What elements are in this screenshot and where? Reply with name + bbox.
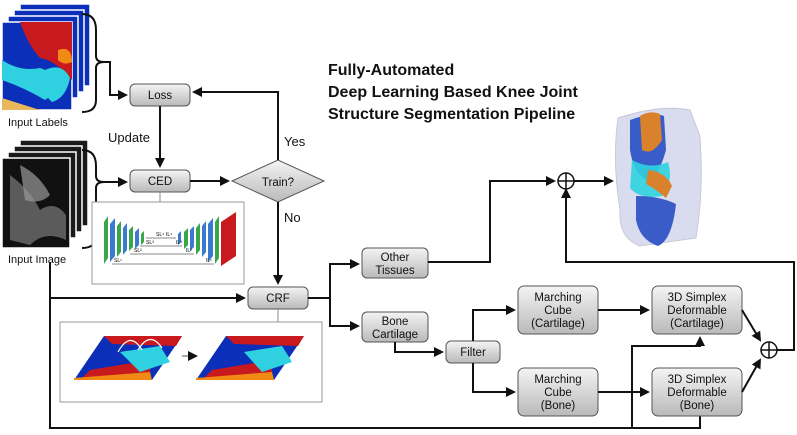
edge-filter-to-mc-bone: [472, 363, 516, 397]
ced-il3: IL³: [176, 240, 182, 246]
marching-cube-bone-node: Marching Cube (Bone): [517, 367, 599, 417]
ced-il1: IL¹: [206, 258, 212, 264]
input-image-stack: Input Image: [1, 139, 105, 266]
diagram-title: Fully-Automated Deep Learning Based Knee…: [328, 62, 579, 123]
edge-train-yes-to-loss: [192, 87, 279, 160]
sd-bone-line2: Deformable: [667, 387, 726, 399]
crf-node: CRF: [247, 286, 309, 310]
other-tissues-node: Other Tissues: [361, 247, 429, 279]
update-label: Update: [108, 130, 150, 145]
edge-crf-to-bone: [329, 298, 360, 331]
edge-crf-to-other: [308, 259, 360, 299]
edge-other-to-sum: [428, 176, 556, 263]
input-labels-stack: Input Labels: [1, 3, 105, 129]
title-line-2: Deep Learning Based Knee Joint: [328, 84, 579, 101]
ced-network-thumbnail: SL⁴ IL⁴ SL³ IL³ SL² IL² SL¹ IL¹: [91, 192, 245, 285]
filter-node: Filter: [445, 340, 501, 364]
edge-image-to-sd-cartilage: [631, 336, 705, 428]
sd-cartilage-line1: 3D Simplex: [668, 292, 727, 304]
edge-filter-to-mc-cartilage: [472, 305, 516, 341]
crf-thumbnail: [59, 309, 323, 403]
train-decision-node: Train?: [230, 159, 326, 203]
mc-bone-line2: Cube: [544, 387, 572, 399]
no-label: No: [284, 210, 301, 225]
sd-bone-line1: 3D Simplex: [668, 374, 727, 386]
output-3d-mesh: [615, 107, 702, 247]
train-label: Train?: [262, 177, 294, 189]
ced-sl3: SL³: [146, 240, 154, 246]
input-labels-caption: Input Labels: [8, 117, 68, 129]
bone-cartilage-line1: Bone: [382, 316, 409, 328]
ced-il2: IL²: [186, 248, 192, 254]
sd-cartilage-line2: Deformable: [667, 305, 726, 317]
loss-node: Loss: [129, 83, 191, 107]
ced-sl2: SL²: [134, 248, 142, 254]
mc-bone-line3: (Bone): [541, 400, 576, 412]
edge-bone-to-filter: [394, 342, 444, 357]
sd-bone-line3: (Bone): [680, 400, 715, 412]
sum-node-top: [557, 172, 575, 190]
ced-layer-blocks: [104, 212, 236, 266]
ced-node: CED: [129, 169, 191, 193]
mc-cartilage-line3: (Cartilage): [531, 318, 585, 330]
other-tissues-line1: Other: [381, 252, 410, 264]
marching-cube-cartilage-node: Marching Cube (Cartilage): [517, 285, 599, 335]
edge-sd-bone-to-sum: [741, 358, 761, 393]
title-line-3: Structure Segmentation Pipeline: [328, 106, 575, 123]
yes-label: Yes: [284, 134, 306, 149]
mc-cartilage-line2: Cube: [544, 305, 572, 317]
edge-sum-to-top-sum: [561, 188, 795, 351]
loss-label: Loss: [148, 90, 173, 102]
simplex-deformable-bone-node: 3D Simplex Deformable (Bone): [651, 367, 743, 417]
mc-bone-line1: Marching: [534, 374, 581, 386]
edge-labels-to-loss: [104, 61, 128, 100]
ced-label: CED: [148, 176, 172, 188]
filter-label: Filter: [460, 347, 486, 359]
sum-node-bottom: [760, 341, 778, 359]
mc-cartilage-line1: Marching: [534, 292, 581, 304]
simplex-deformable-cartilage-node: 3D Simplex Deformable (Cartilage): [651, 285, 743, 335]
ced-sl1: SL¹: [114, 258, 122, 264]
bone-cartilage-line2: Cartilage: [372, 329, 418, 341]
ced-il4: IL⁴: [166, 232, 172, 238]
crf-label: CRF: [266, 293, 290, 305]
bone-cartilage-node: Bone Cartilage: [361, 311, 429, 343]
ced-sl4: SL⁴: [156, 232, 164, 238]
title-line-1: Fully-Automated: [328, 62, 454, 79]
input-image-caption: Input Image: [8, 254, 66, 266]
other-tissues-line2: Tissues: [375, 265, 414, 277]
sd-cartilage-line3: (Cartilage): [670, 318, 724, 330]
edge-sd-cartilage-to-sum: [741, 309, 762, 342]
